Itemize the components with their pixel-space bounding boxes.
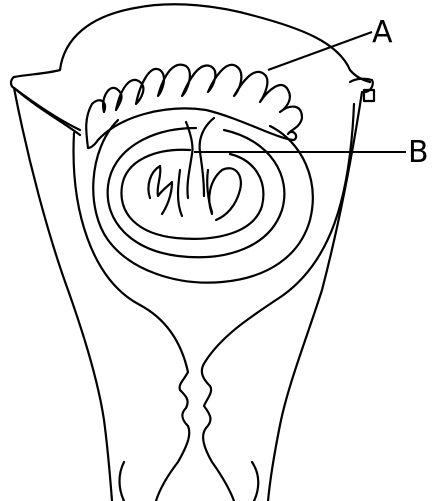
amniotic-cavity <box>121 150 263 239</box>
umbilical-stalk <box>186 122 193 198</box>
placental-villi <box>86 65 302 148</box>
uterine-wall-top <box>14 4 370 82</box>
bottom-fold-left <box>120 462 125 501</box>
embryo-center-part <box>178 170 182 216</box>
label-a: A <box>372 18 393 48</box>
leader-line-a <box>268 32 372 70</box>
left-outer-wall <box>14 88 112 501</box>
embryo-left-part <box>148 166 172 214</box>
left-cornu-inner <box>14 88 80 135</box>
embryo-right-part <box>209 168 241 220</box>
bottom-fold-right <box>252 462 258 501</box>
label-b: B <box>408 138 429 168</box>
